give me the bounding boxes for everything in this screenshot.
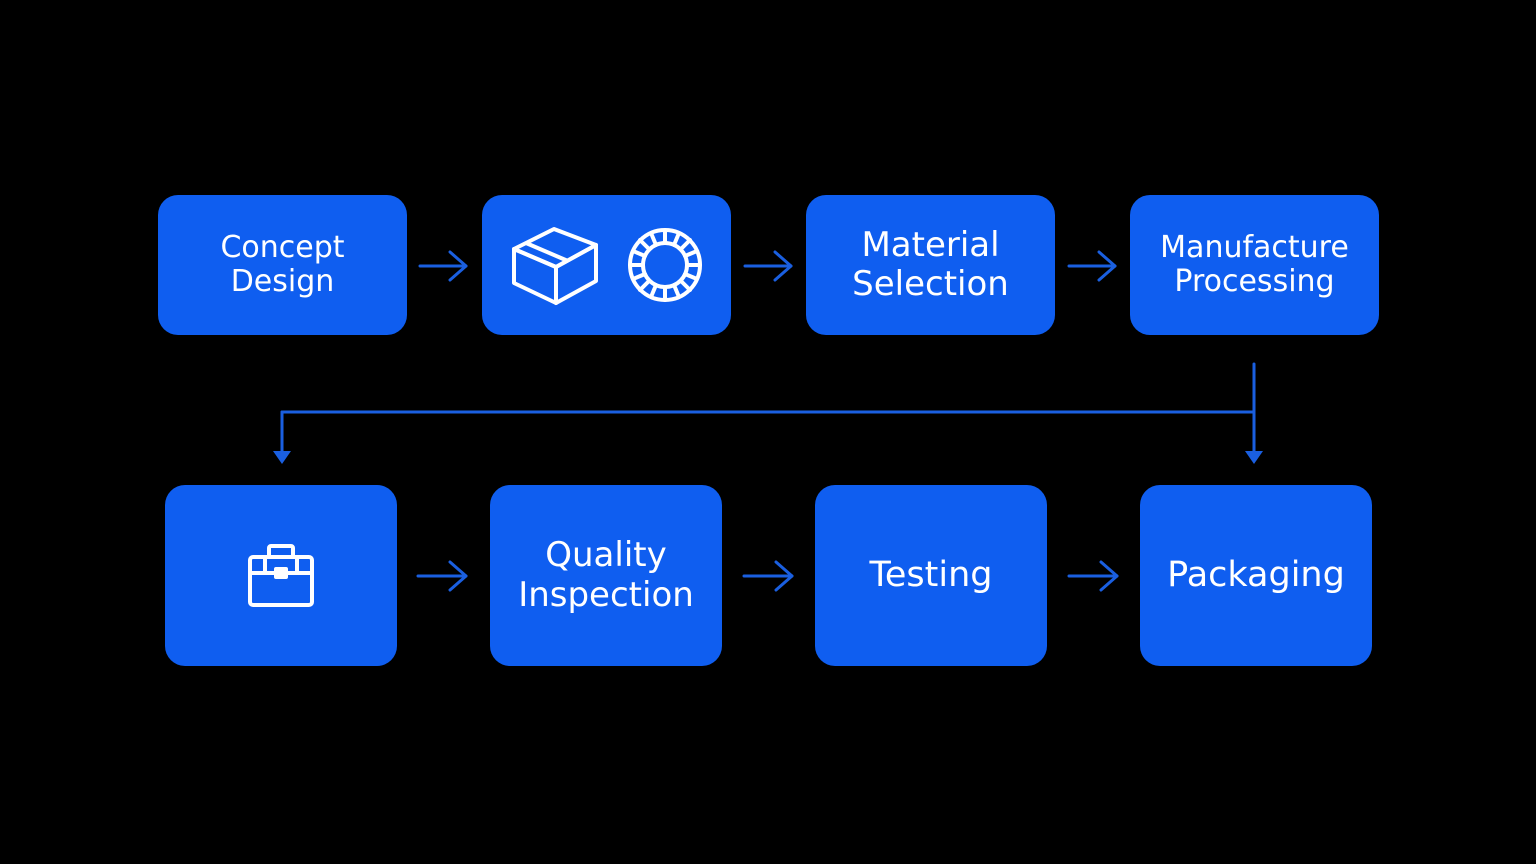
node-concept-design: Concept Design [158,195,407,335]
node-label-line2: Inspection [518,574,694,615]
gear-ring-icon [627,228,702,302]
arrowhead-to-toolbox [273,451,291,464]
node-testing: Testing [815,485,1047,666]
node-label-line1: Concept [220,229,345,265]
node-quality-inspection: Quality Inspection [490,485,722,666]
cube-icon [511,227,598,305]
node-material-selection: Material Selection [806,195,1055,335]
node-manufacture-processing: Manufacture Processing [1130,195,1379,335]
arrowhead-to-packaging [1245,451,1263,464]
arrow-toolbox-to-quality [416,560,468,592]
node-label-line1: Manufacture [1160,229,1349,265]
arrow-material-to-manufacture [1067,250,1117,282]
node-label: Testing [869,555,993,596]
node-toolbox-step [165,485,397,666]
arrow-icons-to-material [743,250,793,282]
node-label-line2: Processing [1174,264,1335,299]
node-label-line1: Material [861,224,1000,265]
arrow-quality-to-testing [742,560,794,592]
node-label-line2: Design [230,264,335,299]
node-label-line2: Selection [852,264,1009,304]
arrow-concept-to-icons [418,250,468,282]
node-label: Packaging [1167,555,1345,596]
node-packaging: Packaging [1140,485,1372,666]
node-icons-step [482,195,731,335]
node-label-line1: Quality [545,535,667,576]
toolbox-icon [248,543,314,607]
arrow-testing-to-packaging [1067,560,1119,592]
connector-manufacture-branch [280,362,1256,454]
